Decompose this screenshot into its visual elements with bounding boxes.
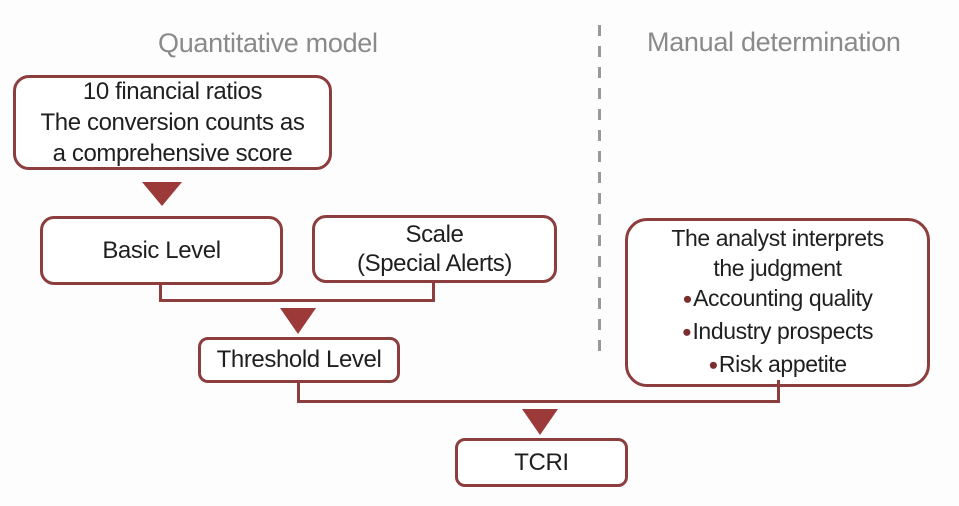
bullet-item-label: Accounting quality xyxy=(693,285,873,311)
analyst-intro-line: the judgment xyxy=(713,255,842,281)
threshold-level-label: Threshold Level xyxy=(216,346,382,373)
bullet-dot-icon: ● xyxy=(681,322,692,341)
analyst-bullet-item: ●Industry prospects xyxy=(681,316,874,349)
basic-level-label: Basic Level xyxy=(102,236,221,264)
financial-ratios-box: 10 financial ratios The conversion count… xyxy=(13,75,332,170)
tcri-label: TCRI xyxy=(514,448,569,476)
tcri-box: TCRI xyxy=(455,438,628,487)
section-divider-dashed-line xyxy=(598,25,601,360)
down-arrow-icon xyxy=(522,409,558,435)
financial-ratios-line: The conversion counts as xyxy=(40,109,305,136)
down-arrow-icon xyxy=(280,308,316,334)
bullet-item-label: Risk appetite xyxy=(718,351,847,377)
merge-connector-bar xyxy=(159,299,435,302)
final-merge-connector-bar xyxy=(297,400,780,403)
down-arrow-icon xyxy=(142,182,182,206)
merge-connector-tick xyxy=(159,284,162,302)
financial-ratios-line: 10 financial ratios xyxy=(82,78,263,105)
bullet-dot-icon: ● xyxy=(708,355,718,374)
bullet-dot-icon: ● xyxy=(682,289,693,308)
scale-line: (Special Alerts) xyxy=(357,250,512,277)
financial-ratios-line: a comprehensive score xyxy=(52,140,293,167)
threshold-level-box: Threshold Level xyxy=(198,337,400,383)
merge-connector-tick xyxy=(432,282,435,302)
analyst-bullet-item: ●Risk appetite xyxy=(708,349,847,382)
analyst-intro-line: The analyst interprets xyxy=(671,225,884,251)
analyst-judgment-box: The analyst interprets the judgment ●Acc… xyxy=(625,218,930,387)
scale-special-alerts-box: Scale (Special Alerts) xyxy=(312,215,557,283)
quantitative-model-header: Quantitative model xyxy=(158,28,378,58)
final-merge-connector-tick xyxy=(777,380,780,403)
bullet-item-label: Industry prospects xyxy=(692,318,874,344)
manual-determination-header: Manual determination xyxy=(647,27,901,57)
scale-line: Scale xyxy=(405,221,464,248)
basic-level-box: Basic Level xyxy=(40,216,283,285)
final-merge-connector-tick xyxy=(297,383,300,403)
analyst-bullet-item: ●Accounting quality xyxy=(682,283,872,316)
